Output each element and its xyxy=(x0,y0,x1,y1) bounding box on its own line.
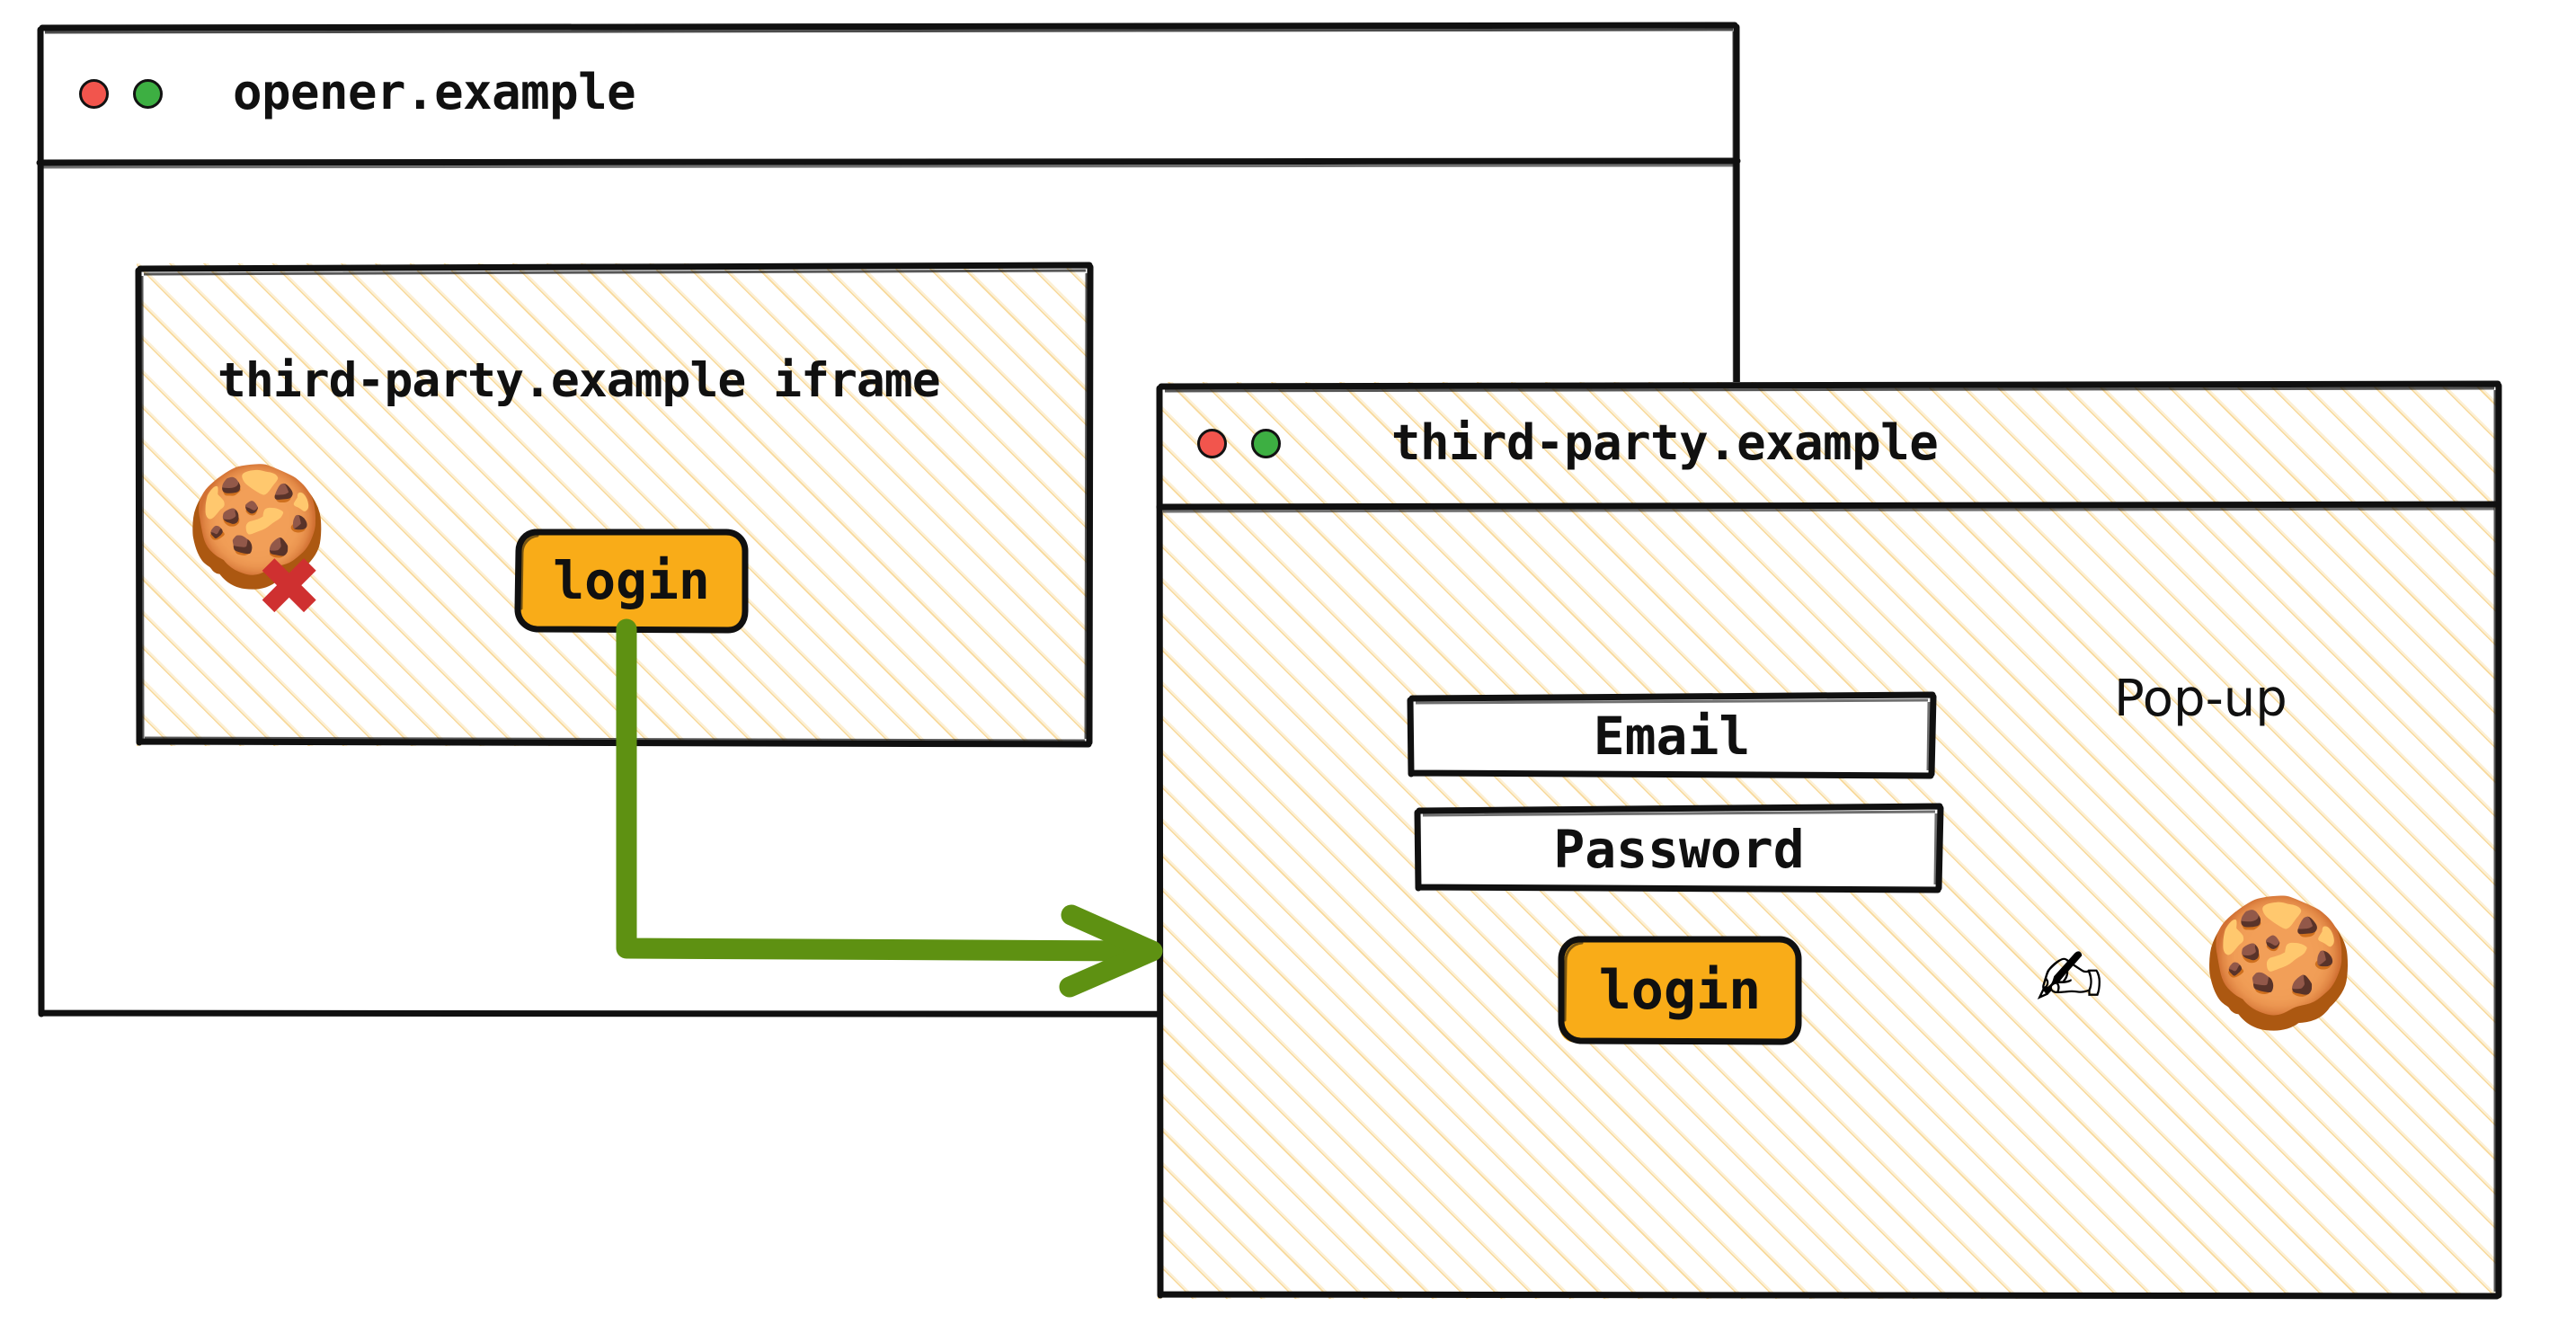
close-button-dot[interactable] xyxy=(79,79,109,109)
opener-window-title: opener.example xyxy=(233,64,636,120)
maximize-button-dot[interactable] xyxy=(133,79,163,109)
opener-traffic-lights xyxy=(79,79,163,109)
popup-close-button-dot[interactable] xyxy=(1197,429,1227,458)
popup-traffic-lights xyxy=(1197,429,1281,458)
popup-maximize-button-dot[interactable] xyxy=(1251,429,1281,458)
password-field-value: Password xyxy=(1553,819,1805,880)
cross-mark-icon: ✖ xyxy=(259,523,324,647)
popup-login-button[interactable]: login xyxy=(1558,936,1802,1045)
iframe-login-button[interactable]: login xyxy=(514,529,749,634)
popup-titlebar: third-party.example xyxy=(1158,382,2501,508)
password-field[interactable]: Password xyxy=(1414,803,1944,893)
popup-window-title: third-party.example xyxy=(1391,414,1939,471)
popup-login-button-label: login xyxy=(1598,959,1762,1022)
email-field-value: Email xyxy=(1593,706,1751,767)
email-field[interactable]: Email xyxy=(1407,691,1937,779)
opener-titlebar: opener.example xyxy=(40,24,1738,164)
writing-hand-emoji: ✍ xyxy=(2035,902,2103,1035)
iframe-title: third-party.example iframe xyxy=(218,353,941,408)
popup-cookie-emoji: 🍪 xyxy=(2200,890,2358,1036)
iframe-login-button-label: login xyxy=(553,550,710,611)
popup-label: Pop-up xyxy=(2114,670,2287,728)
